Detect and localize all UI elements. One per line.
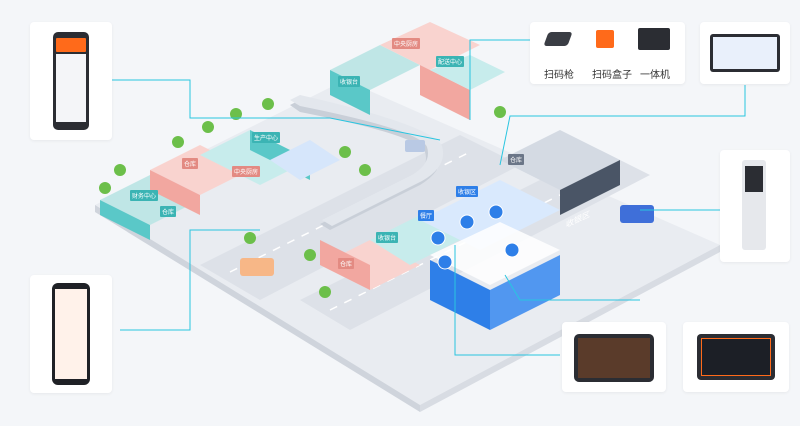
zone-label-cashier-2: 收银台 — [376, 232, 399, 243]
truck-left — [240, 258, 274, 276]
ground-edge — [95, 205, 420, 412]
card-ordering-tablet — [683, 322, 789, 392]
tablet-screen — [578, 338, 650, 378]
ordering-tablet-device — [697, 334, 775, 380]
card-pos-handheld — [30, 22, 112, 140]
store-side — [490, 255, 560, 330]
desktop-pos-display — [713, 37, 777, 69]
handheld-pos-screen — [56, 54, 86, 122]
zone-label-kitchen-2: 中央厨房 — [392, 38, 421, 49]
desktop-pos-screen — [710, 34, 780, 72]
bldg-left-teal-2 — [200, 130, 310, 185]
zone-label-warehouse-1: 仓库 — [160, 206, 177, 217]
label-scanner-gun: 扫码枪 — [544, 70, 574, 81]
bldg-left-pink-wall — [150, 170, 200, 215]
zone-label-kitchen-1: 中央厨房 — [232, 166, 261, 177]
phone-screen — [55, 289, 87, 379]
handheld-pos-device — [53, 32, 89, 130]
kiosk-device — [742, 160, 766, 250]
scanner-box-icon — [596, 30, 614, 48]
device-hotspots — [430, 204, 520, 270]
kiosk-screen — [745, 166, 763, 192]
zone-label-warehouse-3: 仓库 — [508, 154, 525, 165]
store-awning — [430, 222, 560, 285]
overpass-top — [290, 95, 444, 226]
store-front — [430, 260, 490, 330]
zone-label-cashier-area: 收银区 — [456, 186, 479, 197]
scanner-gun-icon — [543, 32, 573, 46]
zone-label-cashier-1: 收银台 — [338, 76, 361, 87]
card-scanners: 扫码枪 扫码盒子 一体机 — [530, 22, 685, 84]
all-in-one-icon — [638, 28, 670, 50]
connector-lines — [112, 39, 746, 356]
card-phone — [30, 275, 112, 393]
phone-device — [52, 283, 90, 385]
road-main — [200, 135, 520, 300]
bldg-right-dark-wall — [560, 160, 620, 215]
card-desktop-pos — [700, 22, 790, 84]
bldg-left-blue — [270, 140, 340, 180]
ordering-tablet-screen — [701, 338, 771, 376]
card-tablet — [562, 322, 666, 392]
truck-right — [620, 205, 654, 223]
zone-label-warehouse-2: 仓库 — [182, 158, 199, 169]
tablet-device — [574, 334, 654, 382]
handheld-pos-header — [56, 38, 86, 52]
label-all-in-one: 一体机 — [640, 70, 670, 81]
zone-label-delivery: 配送中心 — [436, 56, 465, 67]
trees — [99, 98, 506, 298]
zone-label-production: 生产中心 — [252, 132, 281, 143]
car-bridge — [405, 140, 425, 152]
zone-label-finance: 财务中心 — [130, 190, 159, 201]
zone-label-restaurant: 餐厅 — [418, 210, 435, 221]
bldg-top-pink — [380, 22, 480, 70]
card-kiosk — [720, 150, 790, 262]
bldg-top-pink-wall — [420, 65, 470, 120]
zone-label-warehouse-4: 仓库 — [338, 258, 355, 269]
label-scanner-box: 扫码盒子 — [592, 70, 632, 81]
bldg-left-teal-wall — [100, 200, 150, 240]
